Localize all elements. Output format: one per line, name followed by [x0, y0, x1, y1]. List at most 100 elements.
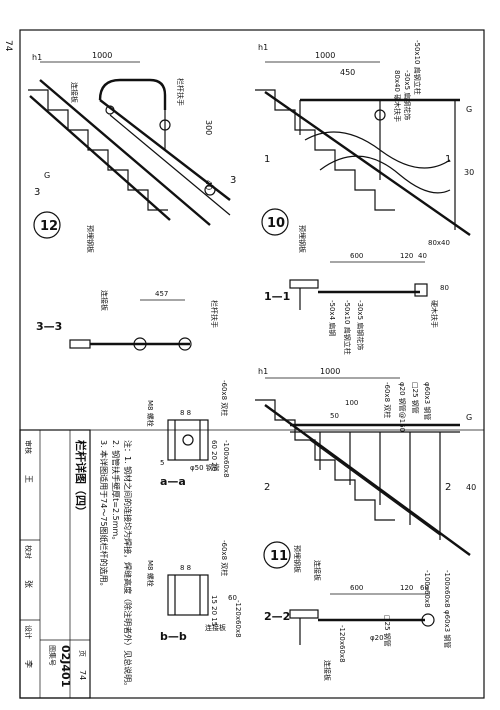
section22-dim-20: φ20	[370, 634, 384, 642]
detail10-dim-450: 450	[340, 68, 355, 77]
section22-title: 2—2	[264, 610, 290, 623]
section11-title: 1—1	[264, 290, 290, 303]
section22-label-connect: 连接板	[323, 660, 332, 681]
detail12-g: G	[44, 171, 50, 180]
section22-dim-120: 120	[400, 584, 413, 592]
atlas-label: 图集号	[48, 645, 57, 666]
section33-dim-457: 457	[155, 290, 168, 298]
section-bb-anno-bolt: M8 螺栓	[146, 560, 155, 587]
review-name: 王	[24, 475, 33, 483]
detail11-anno-post: -60x8 双柱	[383, 382, 392, 418]
detail10-anno-flat: -30x5 扁钢花饰	[403, 70, 412, 120]
check-label: 校对	[24, 545, 33, 559]
review-label: 审核	[24, 440, 33, 454]
sheet-title: 栏杆详图（四）	[74, 440, 88, 517]
section22-anno3: -120x60x8	[338, 625, 346, 663]
design-label: 设计	[24, 625, 33, 639]
detail11-anno-base: -100x60x8	[423, 570, 431, 608]
note-3: 3. 本详图适用于74～75图纸栏杆的选用。	[99, 440, 109, 591]
detail11-dim-100: 100	[345, 399, 358, 407]
detail10-section-label: 1	[264, 154, 270, 165]
section-aa-anno-base: -100x60x8	[222, 440, 230, 478]
section-aa-dim-5: 5	[160, 459, 164, 467]
check-name: 张	[24, 580, 33, 588]
section22-anno2: □25 钢管	[383, 615, 392, 647]
design-name: 李	[24, 660, 34, 668]
notes-block: 注：1. 钢材之间的连接均为焊接，焊缝高度（除注明者外）见总说明。 2. 钢管扶…	[99, 440, 133, 690]
detail12-h1: h1	[32, 53, 42, 62]
detail11-dim-40: 40	[466, 483, 476, 492]
section-bb-anno-post: -60x8 双柱	[220, 540, 229, 576]
detail12-label-embed: 预埋钢板	[86, 225, 95, 253]
detail10-marker-circle	[261, 208, 289, 236]
section-bb-anno-base: -120x60x8	[234, 600, 242, 638]
section-2-2: 2—2 600 120 60 φ20 φ60x3 钢管 □25 钢管 -120x…	[264, 570, 452, 681]
section22-dim-600: 600	[350, 584, 363, 592]
section11-dim-40: 40	[418, 252, 427, 260]
detail12-label-handrail: 栏杆扶手	[176, 78, 185, 106]
detail12-dim-300: 300	[204, 120, 213, 135]
detail12-section-label: 3	[34, 187, 40, 198]
detail10-h1: h1	[258, 43, 268, 52]
section-a-a: a—a -60x8 双柱 M8 螺栓 8 8 60 20 20 -100x60x…	[146, 380, 230, 488]
detail11-section-label-b: 2	[445, 482, 451, 493]
page-value: 74	[78, 670, 87, 680]
detail12-marker: 12	[40, 219, 58, 234]
detail12-section-label-b: 3	[230, 175, 236, 186]
section-b-b: b—b -60x8 双柱 M8 螺栓 15 20 15 60 -120x60x8…	[146, 540, 242, 643]
detail11-h1: h1	[258, 367, 268, 376]
page-number: 74	[3, 40, 13, 52]
title-block: 栏杆详图（四） 审核 王 校对 张 设计 李 图集号 02J401 页 74	[19, 429, 91, 699]
detail10-label-embed: 预埋钢板	[298, 225, 307, 253]
section11-dim-80: 80	[440, 284, 449, 292]
detail11-dim-50: 50	[330, 412, 339, 420]
detail11-label-connect: 连接板	[313, 560, 322, 581]
note-2: 2. 钢管扶手壁厚t=2.5mm。	[111, 440, 121, 544]
section-3-3: 3—3 457 连接板 栏杆扶手	[36, 290, 219, 351]
page-label: 页	[78, 650, 86, 657]
detail11-anno-tube: φ60x3 钢管	[423, 382, 432, 420]
section22-anno4: -100x60x8	[443, 570, 451, 608]
detail12-dim-40: 40	[204, 180, 213, 190]
section-aa-anno-tube: φ50 钢管	[190, 463, 220, 472]
section-aa-dim-chain: 60 20 20	[210, 440, 218, 471]
detail10-dim-1000: 1000	[315, 51, 335, 60]
section-bb-dim-88: 8 8	[180, 564, 191, 572]
detail11-section-label: 2	[264, 482, 270, 493]
section-bb-dim-chain: 15 20 15	[210, 595, 218, 626]
section-aa-title: a—a	[160, 475, 186, 488]
section11-anno1: -50x4 扁钢	[328, 300, 337, 336]
section-aa-anno-post: -60x8 双柱	[220, 380, 229, 416]
detail12-label-connect: 连接板	[70, 82, 79, 103]
atlas-code: 02J401	[59, 645, 72, 687]
section11-dim-600: 600	[350, 252, 363, 260]
section33-label-connect: 连接板	[100, 290, 109, 311]
sheet-border	[19, 29, 485, 699]
section22-dim-60: 60	[420, 584, 429, 592]
detail10-g: G	[466, 105, 472, 114]
detail11-label-embed: 预埋钢板	[293, 545, 302, 573]
section11-dim-80b: 80x40	[428, 239, 450, 247]
section33-title: 3—3	[36, 320, 62, 333]
detail-12: 1000 h1 栏杆扶手 连接板 预埋钢板 300 40 G 3 3 12	[28, 51, 236, 253]
section33-label-handrail: 栏杆扶手	[210, 300, 219, 328]
detail11-marker-circle	[263, 541, 291, 569]
section-bb-dim-60: 60	[228, 594, 237, 602]
detail-10: 1000 h1 450 80x40 硬木扶手 -30x5 扁钢花饰 -50x10…	[255, 40, 474, 253]
section11-anno4: 硬木扶手	[430, 300, 439, 328]
section-aa-dim-88: 8 8	[180, 409, 191, 417]
detail10-dim-30: 30	[464, 168, 474, 177]
detail12-marker-circle	[33, 211, 61, 239]
detail11-dim-1000: 1000	[320, 367, 340, 376]
note-1: 注：1. 钢材之间的连接均为焊接，焊缝高度（除注明者外）见总说明。	[123, 440, 133, 690]
section11-anno3: -30x5 扁钢花饰	[356, 300, 365, 350]
section-bb-label-connect: 连接板	[205, 623, 226, 632]
section11-anno2: -50x10 扁钢立柱	[343, 300, 352, 355]
detail11-anno-rod: φ20 钢管@150	[398, 382, 407, 432]
section-1-1: 1—1 600 120 40 80x40 80 -50x4 扁钢 -50x10 …	[264, 239, 450, 355]
detail11-anno-sq: □25 钢管	[411, 382, 420, 414]
detail11-marker: 11	[270, 549, 288, 564]
section22-anno1: φ60x3 钢管	[443, 610, 452, 648]
